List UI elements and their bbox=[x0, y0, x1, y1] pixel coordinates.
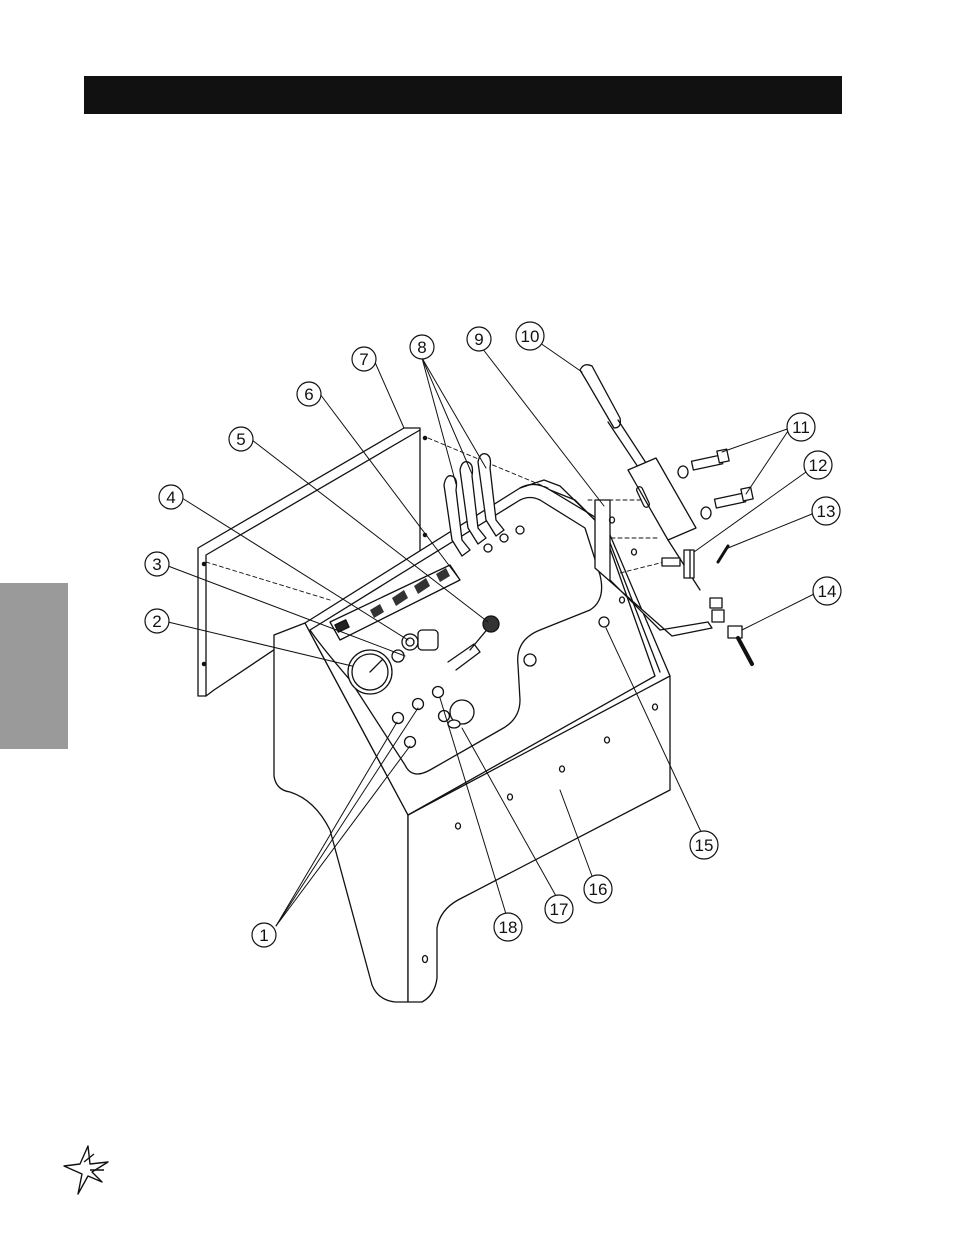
callout-16: 16 bbox=[584, 875, 612, 903]
callout-label: 15 bbox=[695, 836, 714, 855]
callout-label: 9 bbox=[474, 330, 483, 349]
callout-label: 18 bbox=[499, 918, 518, 937]
callout-15: 15 bbox=[690, 831, 718, 859]
callout-8: 8 bbox=[410, 335, 434, 359]
callout-10: 10 bbox=[516, 322, 544, 350]
callout-label: 12 bbox=[809, 456, 828, 475]
callout-11: 11 bbox=[787, 413, 815, 441]
callout-label: 7 bbox=[359, 350, 368, 369]
callout-label: 2 bbox=[152, 612, 161, 631]
callout-label: 10 bbox=[521, 327, 540, 346]
callout-label: 8 bbox=[417, 338, 426, 357]
bolts bbox=[678, 449, 753, 519]
callout-6: 6 bbox=[297, 382, 321, 406]
callout-label: 6 bbox=[304, 385, 313, 404]
callout-label: 1 bbox=[259, 926, 268, 945]
callout-5: 5 bbox=[229, 427, 253, 451]
callout-7: 7 bbox=[352, 347, 376, 371]
callout-label: 11 bbox=[792, 418, 810, 437]
callout-13: 13 bbox=[812, 497, 840, 525]
callout-label: 16 bbox=[589, 880, 608, 899]
callout-label: 4 bbox=[166, 488, 175, 507]
callout-3: 3 bbox=[145, 552, 169, 576]
cable-end bbox=[710, 598, 752, 664]
callout-label: 13 bbox=[817, 502, 836, 521]
callout-14: 14 bbox=[813, 577, 841, 605]
callout-2: 2 bbox=[145, 609, 169, 633]
callout-17: 17 bbox=[545, 895, 573, 923]
callout-4: 4 bbox=[159, 485, 183, 509]
callout-12: 12 bbox=[804, 451, 832, 479]
callout-label: 3 bbox=[152, 555, 161, 574]
callout-18: 18 bbox=[494, 913, 522, 941]
callout-1: 1 bbox=[252, 923, 276, 947]
callout-9: 9 bbox=[467, 327, 491, 351]
callout-label: 17 bbox=[550, 900, 569, 919]
callout-label: 14 bbox=[818, 582, 837, 601]
star-logo-icon bbox=[58, 1142, 114, 1198]
callout-label: 5 bbox=[236, 430, 245, 449]
